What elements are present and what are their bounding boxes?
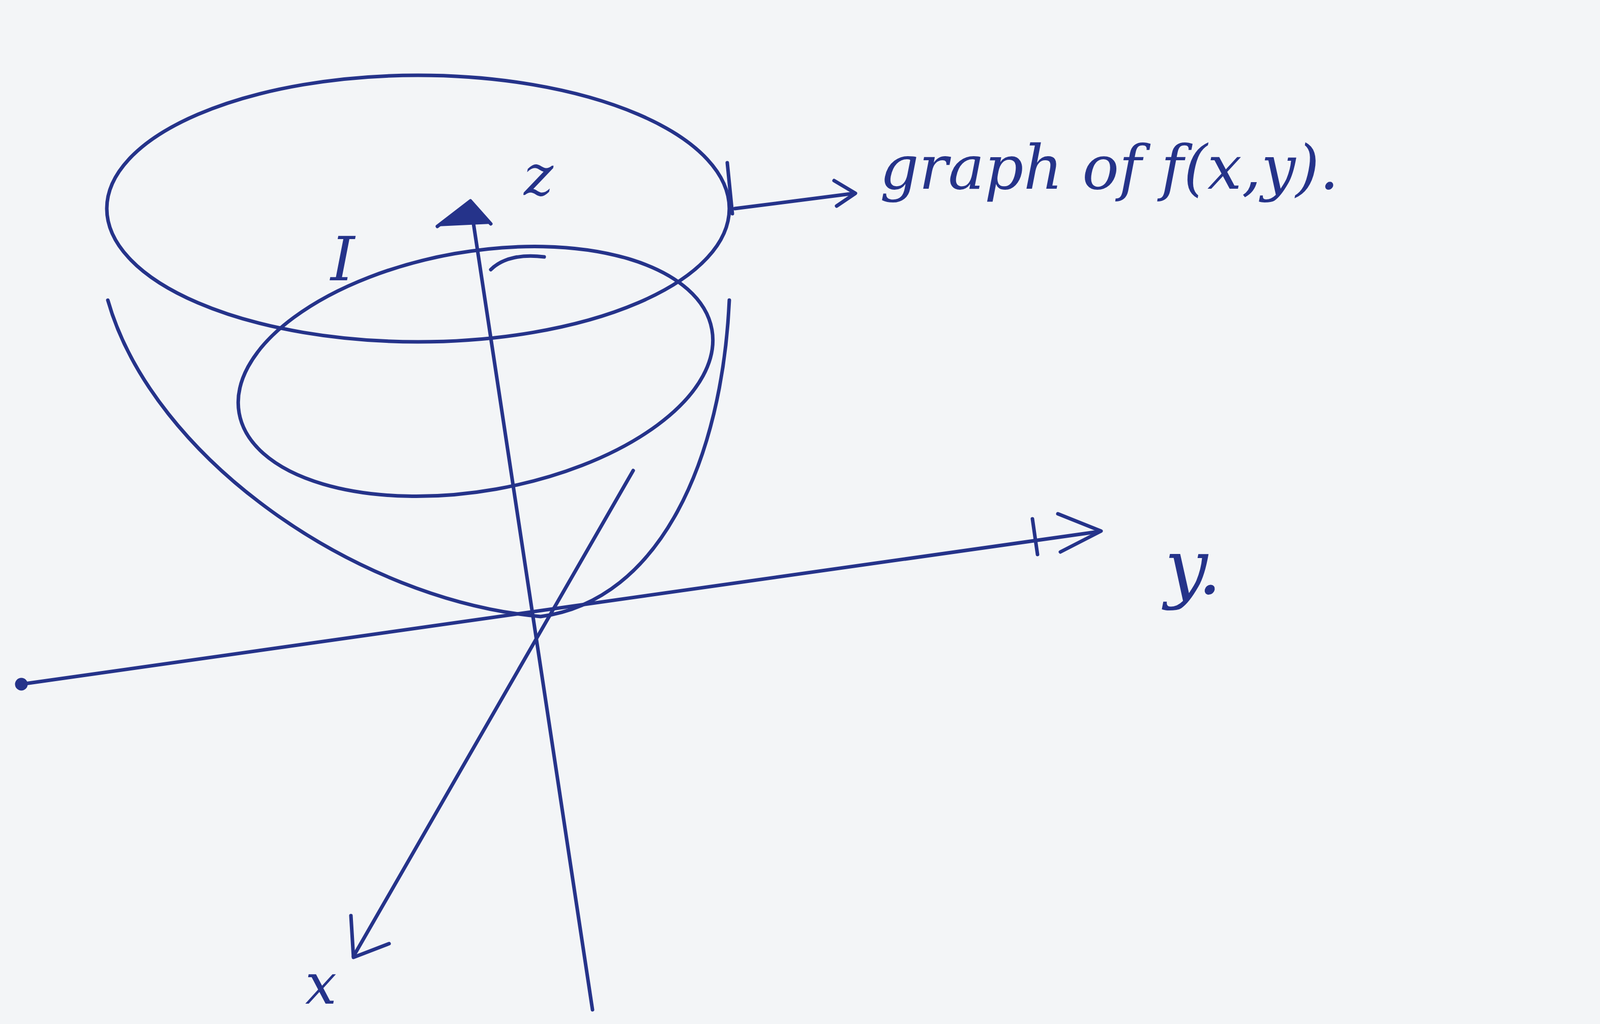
y-axis	[21, 531, 1099, 685]
level-curve	[218, 212, 733, 531]
z-arrowhead	[437, 200, 491, 227]
top-rim	[106, 75, 730, 342]
y-arrowhead	[1057, 513, 1102, 552]
axis-label: y.	[1164, 528, 1223, 606]
curve-label: I	[330, 228, 355, 290]
rim-mark	[727, 162, 733, 214]
axis-end-dot	[16, 679, 26, 689]
axis-label: x	[305, 956, 337, 1013]
paraboloid-side	[107, 300, 730, 617]
leader-arrowhead	[834, 180, 856, 206]
graph-label: graph of f(x,y).	[879, 137, 1340, 199]
x-axis	[353, 470, 634, 957]
rotation-arc	[490, 255, 545, 270]
x-arrowhead	[350, 915, 390, 958]
axis-label: z	[523, 147, 554, 204]
y-tick	[1032, 518, 1038, 555]
